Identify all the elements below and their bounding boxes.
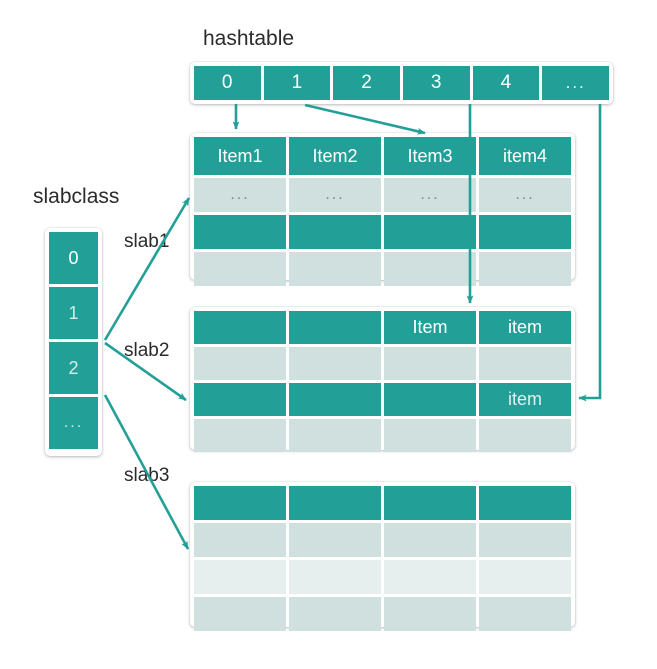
hashtable-label: hashtable bbox=[203, 27, 295, 50]
table-cell[interactable] bbox=[194, 486, 286, 520]
table-cell[interactable] bbox=[289, 419, 381, 452]
table-cell[interactable] bbox=[289, 215, 381, 249]
table-cell[interactable] bbox=[194, 419, 286, 452]
table-cell[interactable] bbox=[289, 560, 381, 594]
hashtable-bucket-array: 0 1 2 3 4 ... bbox=[190, 62, 613, 104]
slab1-label: slab1 bbox=[124, 231, 170, 252]
table-row bbox=[194, 486, 571, 520]
slabclass-array: 0 1 2 ... bbox=[45, 228, 102, 456]
slab2-table: Item item item bbox=[190, 307, 575, 452]
table-row: ... ... ... ... bbox=[194, 178, 571, 212]
slabclass-label: slabclass bbox=[33, 185, 120, 208]
table-row bbox=[194, 597, 571, 631]
slabclass-cell-1[interactable]: 1 bbox=[49, 287, 98, 339]
table-cell[interactable]: item bbox=[479, 311, 571, 344]
table-cell[interactable] bbox=[289, 523, 381, 557]
table-cell[interactable] bbox=[289, 486, 381, 520]
table-row bbox=[194, 523, 571, 557]
slabclass-cell-2[interactable]: 2 bbox=[49, 342, 98, 394]
slabclass-cell-ellipsis[interactable]: ... bbox=[49, 397, 98, 449]
table-cell[interactable] bbox=[194, 560, 286, 594]
hashtable-cell-2[interactable]: 2 bbox=[333, 66, 401, 100]
table-cell[interactable] bbox=[289, 347, 381, 380]
table-cell[interactable] bbox=[289, 311, 381, 344]
table-cell[interactable]: item bbox=[479, 383, 571, 416]
table-cell[interactable]: item4 bbox=[479, 137, 571, 175]
table-cell[interactable] bbox=[289, 597, 381, 631]
hashtable-cell-3[interactable]: 3 bbox=[403, 66, 470, 100]
table-cell[interactable] bbox=[384, 419, 476, 452]
table-cell[interactable]: ... bbox=[384, 178, 476, 212]
slab2-label: slab2 bbox=[124, 340, 170, 361]
table-row bbox=[194, 215, 571, 249]
hashtable-cell-1[interactable]: 1 bbox=[263, 66, 331, 100]
table-cell[interactable] bbox=[479, 523, 571, 557]
table-cell[interactable] bbox=[479, 347, 571, 380]
slab3-table bbox=[190, 482, 575, 631]
hashtable-cell-ellipsis[interactable]: ... bbox=[542, 66, 610, 100]
hashdots-to-item-arrow bbox=[578, 104, 602, 402]
table-row: Item1 Item2 Item3 item4 bbox=[194, 137, 571, 175]
hash1-to-item3-arrow bbox=[304, 103, 426, 135]
table-cell[interactable] bbox=[384, 597, 476, 631]
table-cell[interactable] bbox=[384, 252, 476, 286]
table-cell[interactable] bbox=[479, 252, 571, 286]
table-cell[interactable] bbox=[194, 311, 286, 344]
slab3-label: slab3 bbox=[124, 465, 170, 486]
slab1-arrow bbox=[103, 197, 191, 341]
table-row bbox=[194, 252, 571, 286]
table-cell[interactable]: ... bbox=[479, 178, 571, 212]
table-cell[interactable] bbox=[194, 347, 286, 380]
table-cell[interactable]: Item2 bbox=[289, 137, 381, 175]
table-cell[interactable]: ... bbox=[194, 178, 286, 212]
table-cell[interactable] bbox=[384, 486, 476, 520]
table-cell[interactable] bbox=[479, 597, 571, 631]
table-cell[interactable] bbox=[289, 383, 381, 416]
table-cell[interactable] bbox=[194, 252, 286, 286]
table-row: Item item bbox=[194, 311, 571, 344]
table-cell[interactable]: Item bbox=[384, 311, 476, 344]
table-row: item bbox=[194, 383, 571, 416]
table-row bbox=[194, 419, 571, 452]
table-cell[interactable] bbox=[384, 347, 476, 380]
table-cell[interactable]: Item3 bbox=[384, 137, 476, 175]
table-cell[interactable] bbox=[194, 597, 286, 631]
table-cell[interactable]: ... bbox=[289, 178, 381, 212]
table-cell[interactable] bbox=[479, 560, 571, 594]
hashtable-cell-0[interactable]: 0 bbox=[194, 66, 261, 100]
table-row bbox=[194, 347, 571, 380]
table-cell[interactable] bbox=[384, 215, 476, 249]
table-cell[interactable] bbox=[194, 215, 286, 249]
table-row bbox=[194, 560, 571, 594]
table-cell[interactable]: Item1 bbox=[194, 137, 286, 175]
table-cell[interactable] bbox=[479, 419, 571, 452]
slab1-table: Item1 Item2 Item3 item4 ... ... ... ... bbox=[190, 133, 575, 286]
hashtable-cell-4[interactable]: 4 bbox=[472, 66, 540, 100]
table-cell[interactable] bbox=[479, 486, 571, 520]
table-cell[interactable] bbox=[194, 383, 286, 416]
table-cell[interactable] bbox=[384, 560, 476, 594]
table-cell[interactable] bbox=[384, 383, 476, 416]
table-cell[interactable] bbox=[384, 523, 476, 557]
table-cell[interactable] bbox=[289, 252, 381, 286]
slabclass-cell-0[interactable]: 0 bbox=[49, 232, 98, 284]
table-cell[interactable] bbox=[194, 523, 286, 557]
table-cell[interactable] bbox=[479, 215, 571, 249]
